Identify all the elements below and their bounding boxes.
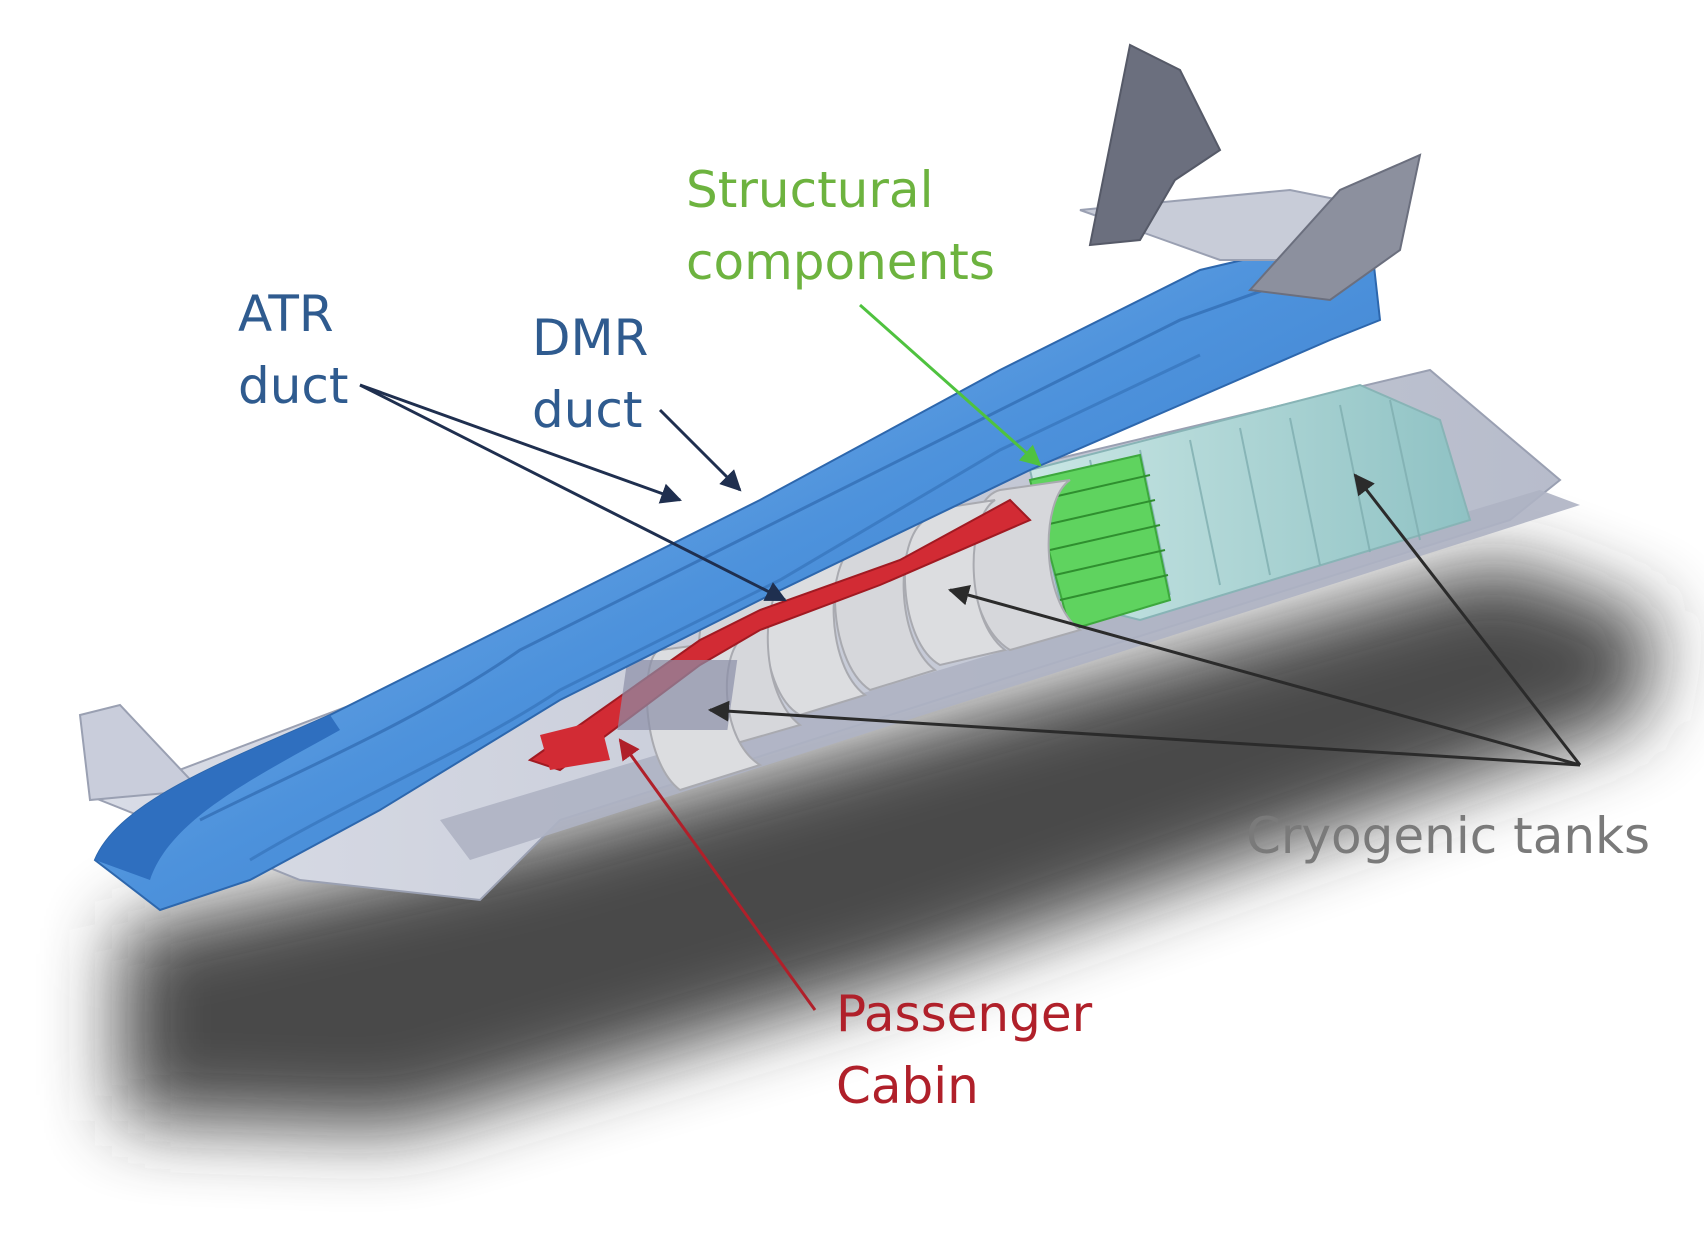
label-cryo-line1: Cryogenic tanks [1246,807,1651,865]
passenger-cabin-section [527,498,1032,772]
tail-fins [1088,43,1422,302]
label-dmr-line2: duct [532,381,643,439]
label-structural-line1: Structural [686,161,934,219]
label-atr-duct: ATR duct [238,278,349,422]
label-structural-components: Structural components [686,154,995,298]
label-cabin-line2: Cabin [836,1057,979,1115]
label-dmr-duct: DMR duct [532,302,648,446]
label-structural-line2: components [686,233,995,291]
leader-arrows [359,303,1582,1011]
label-atr-line2: duct [238,357,349,415]
label-passenger-cabin: Passenger Cabin [836,978,1092,1122]
label-atr-line1: ATR [238,285,334,343]
label-dmr-line1: DMR [532,309,649,367]
ground-shadow [120,560,1660,1130]
label-cabin-line1: Passenger [836,985,1093,1043]
structural-components-frames [1028,453,1172,632]
label-cryogenic-tanks: Cryogenic tanks [1246,800,1650,872]
